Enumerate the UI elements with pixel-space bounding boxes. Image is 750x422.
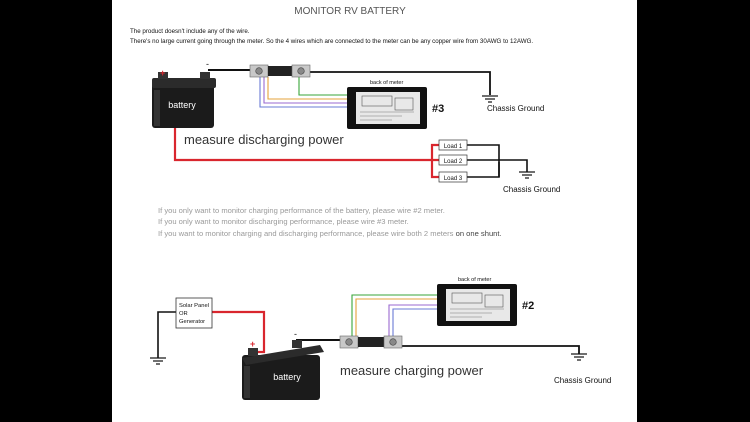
bottom-chassis-ground-label: Chassis Ground (554, 376, 611, 385)
top-shunt (249, 64, 311, 78)
bottom-caption: measure charging power (340, 363, 484, 378)
bottom-sense-wire-blue (392, 308, 437, 340)
bottom-sense-wire-green (351, 294, 437, 340)
bottom-sense-wire-orange (355, 298, 437, 340)
top-sense-wire-green (298, 77, 347, 96)
top-chassis-ground-label: Chassis Ground (487, 104, 544, 113)
bottom-source-ground-wire (157, 311, 176, 358)
top-battery: battery + - (152, 59, 216, 128)
instructions: If you only want to monitor charging per… (158, 206, 502, 238)
wiring-diagram: MONITOR RV BATTERY The product doesn't i… (130, 6, 611, 400)
top-sense-wire-purple (263, 77, 347, 104)
source-label-3: Generator (179, 319, 205, 325)
top-chassis-ground-icon (482, 95, 498, 103)
top-meter: back of meter #3 (347, 80, 444, 129)
top-meter-tag: #3 (432, 103, 444, 115)
bottom-diagram: Solar Panel OR Generator battery + - (150, 277, 611, 400)
page-title: MONITOR RV BATTERY (294, 6, 406, 17)
instruction-line-2: If you only want to monitor discharging … (158, 217, 409, 226)
load-3-label: Load 3 (444, 176, 463, 182)
top-battery-minus: - (206, 59, 209, 69)
bottom-shunt-ground-wire (402, 345, 580, 354)
load-chassis-ground-label: Chassis Ground (503, 185, 560, 194)
top-shunt-ground-wire (310, 71, 491, 95)
top-sense-wire-blue (259, 77, 347, 108)
source-label-2: OR (179, 311, 188, 317)
top-diagram: battery + - back of meter #3 (152, 59, 560, 194)
top-battery-plus: + (160, 68, 165, 78)
bottom-shunt (339, 335, 403, 349)
diagram-page: MONITOR RV BATTERY The product doesn't i… (112, 0, 637, 422)
bottom-meter-caption: back of meter (458, 277, 491, 283)
top-battery-label: battery (168, 100, 196, 110)
top-loads: Load 1 Load 2 Load 3 (438, 139, 468, 183)
bottom-battery-minus: - (294, 329, 297, 339)
instruction-line-3: If you want to monitor charging and disc… (158, 229, 502, 238)
bottom-battery: battery + - (242, 329, 324, 400)
bottom-positive-wire (212, 310, 266, 354)
bottom-meter: back of meter #2 (437, 277, 534, 326)
load-1-label: Load 1 (444, 144, 463, 150)
source-ground-icon (150, 357, 166, 365)
source-label-1: Solar Panel (179, 303, 209, 309)
bottom-battery-negative-wire (296, 339, 340, 346)
bottom-battery-label: battery (273, 372, 301, 382)
bottom-battery-plus: + (250, 339, 255, 349)
bottom-chassis-ground-icon (571, 353, 587, 361)
top-caption: measure discharging power (184, 132, 344, 147)
load-2-label: Load 2 (444, 159, 463, 165)
load-chassis-ground-icon (519, 171, 535, 179)
top-meter-caption: back of meter (370, 80, 403, 86)
instruction-line-1: If you only want to monitor charging per… (158, 206, 445, 215)
note-line-2: There's no large current going through t… (130, 38, 533, 45)
bottom-meter-tag: #2 (522, 300, 534, 312)
bottom-sense-wire-purple (388, 304, 437, 340)
top-loads-ground-wire (467, 144, 528, 178)
top-sense-wire-orange (267, 77, 347, 100)
source-box: Solar Panel OR Generator (175, 297, 213, 329)
note-line-1: The product doesn't include any of the w… (130, 28, 250, 35)
